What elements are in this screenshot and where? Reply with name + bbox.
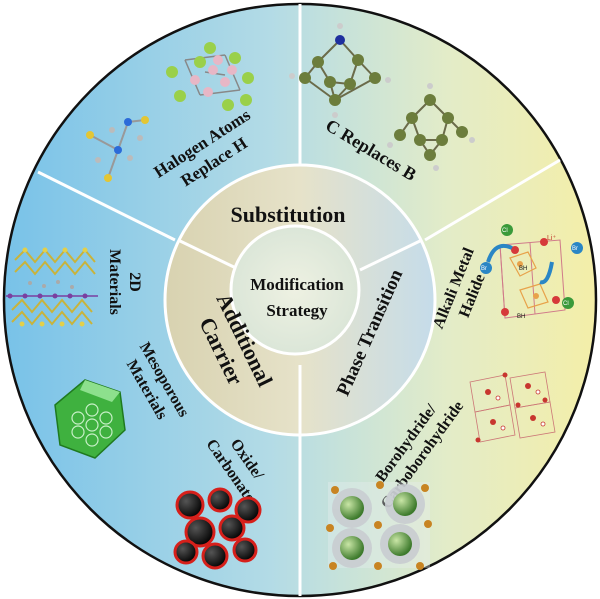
2d-materials-line1: 2D xyxy=(126,272,143,292)
cl-label-b: Cl xyxy=(563,301,569,307)
2d-materials-structure xyxy=(6,247,98,327)
inner-ring-dividers xyxy=(177,238,423,435)
li-label: Li⁺ xyxy=(547,235,556,242)
center-label-line1: Modification xyxy=(250,275,344,294)
alkali-halide-structure: Cl Cl Br Br Li⁺ BH BH xyxy=(480,224,583,320)
2d-materials-label: 2D Materials xyxy=(106,249,143,315)
br-label-b: Br xyxy=(572,246,578,252)
tetrahedral-molecule xyxy=(86,116,149,182)
bh4-label-b: BH xyxy=(517,314,525,320)
center-circle xyxy=(229,224,361,356)
sector-dividers xyxy=(37,4,561,596)
borohydride-crystal-structure xyxy=(469,371,556,443)
substitution-label: Substitution xyxy=(231,202,346,227)
br-label-a: Br xyxy=(481,266,487,272)
bh4-label-a: BH xyxy=(519,266,527,272)
oxide-carbonate-particles xyxy=(173,487,262,570)
carboborohydride-lattice xyxy=(326,481,432,570)
cl-label-a: Cl xyxy=(502,228,508,234)
mesoporous-structure xyxy=(54,379,126,459)
2d-materials-line2: Materials xyxy=(106,249,123,315)
halogen-cluster-structure xyxy=(166,42,254,111)
center-label-line2: Strategy xyxy=(266,301,328,320)
carborane-cluster-bottom xyxy=(387,83,475,171)
carborane-cluster-top xyxy=(289,23,391,118)
